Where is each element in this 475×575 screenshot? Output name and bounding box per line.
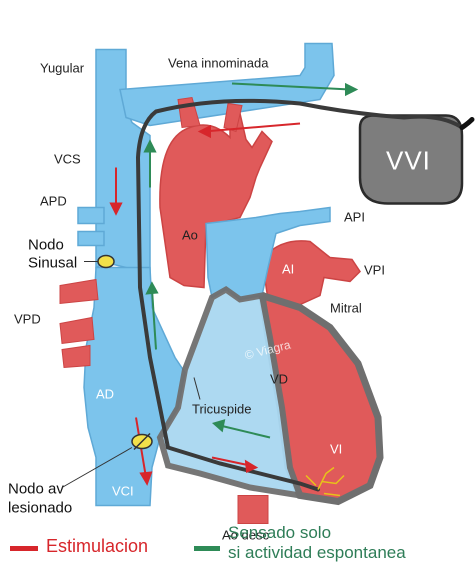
label-yugular: Yugular — [40, 61, 85, 76]
label-ai: AI — [282, 262, 294, 277]
label-vena-innominada: Vena innominada — [168, 56, 269, 71]
label-ad: AD — [96, 387, 114, 402]
label-vpi: VPI — [364, 263, 385, 278]
legend: Estimulacion Sensado solo si actividad e… — [0, 520, 475, 575]
label-vpd: VPD — [14, 312, 41, 327]
sinus-node — [98, 256, 114, 268]
legend-sensing-swatch — [194, 546, 220, 551]
label-nodo-sinusal-1: Nodo — [28, 237, 64, 254]
jugular-vein — [96, 50, 150, 283]
label-vd: VD — [270, 372, 288, 387]
label-ao: Ao — [182, 228, 198, 243]
legend-sensing-label-line1: Sensado solo — [228, 524, 331, 542]
left-atrium — [262, 241, 360, 306]
label-vcs: VCS — [54, 152, 81, 167]
label-nodo-av-1: Nodo av — [8, 481, 64, 498]
label-vi: VI — [330, 442, 342, 457]
legend-stimulation-swatch — [10, 546, 38, 551]
label-vvi: VVI — [386, 146, 431, 176]
label-nodo-av-2: lesionado — [8, 500, 72, 517]
label-mitral: Mitral — [330, 301, 362, 316]
label-nodo-sinusal-2: Sinusal — [28, 255, 77, 272]
label-api: API — [344, 210, 365, 225]
lead-tip-cable — [462, 120, 472, 128]
legend-stimulation-label: Estimulacion — [46, 536, 148, 557]
av-node-lesioned — [132, 434, 152, 450]
label-tricuspide: Tricuspide — [192, 402, 251, 417]
label-vci: VCI — [112, 484, 134, 499]
legend-sensing-label-line2: si actividad espontanea — [228, 544, 406, 562]
label-apd: APD — [40, 194, 67, 209]
